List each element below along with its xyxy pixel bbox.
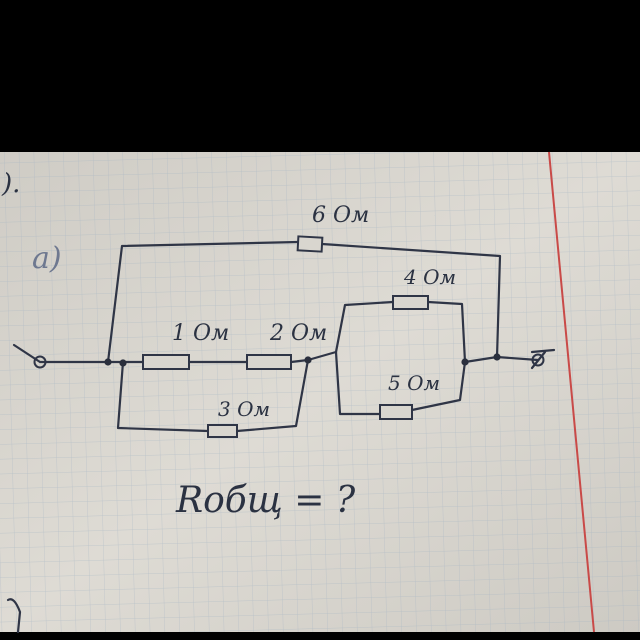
resistor-2 [246, 354, 292, 370]
corner-mark: ). [1, 169, 20, 199]
resistor-3 [207, 424, 238, 438]
node-middle [304, 356, 312, 364]
resistor-1 [142, 354, 190, 370]
right-terminal [530, 350, 547, 370]
label-resistor-5: 5 Ом [388, 371, 440, 395]
label-resistor-4: 4 Ом [403, 265, 456, 289]
total-resistance-question: Rобщ = ? [175, 480, 356, 521]
node-left-1 [104, 358, 112, 366]
label-resistor-6: 6 Ом [312, 203, 369, 228]
left-terminal [33, 355, 47, 369]
node-right-1 [461, 358, 469, 366]
partial-letter [6, 598, 22, 634]
problem-label: а) [32, 241, 62, 276]
resistor-6 [296, 235, 324, 253]
resistor-4 [392, 295, 429, 310]
resistor-5 [379, 404, 413, 420]
paper-sheet [0, 151, 640, 633]
node-left-2 [119, 359, 127, 367]
margin-line [548, 151, 595, 633]
node-right-2 [493, 353, 501, 361]
label-resistor-3: 3 Ом [218, 397, 270, 421]
label-resistor-1: 1 Ом [172, 321, 229, 346]
label-resistor-2: 2 Ом [269, 321, 327, 346]
